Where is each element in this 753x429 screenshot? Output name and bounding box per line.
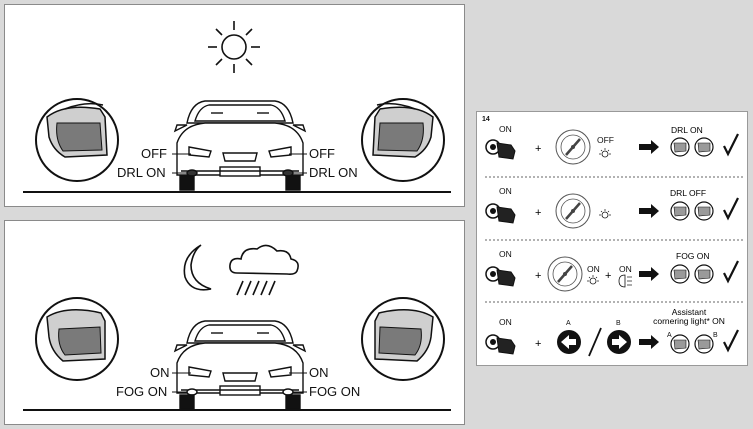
row3-graphics: + + — [485, 255, 740, 293]
row4-result-label: Assistant cornering light* ON — [653, 307, 725, 326]
day-right-label-bottom: DRL ON — [309, 165, 358, 180]
right-lamp-zoom — [361, 98, 445, 182]
day-scene-illustration — [23, 21, 451, 193]
svg-text:+: + — [605, 270, 611, 282]
row1-result-label: DRL ON — [671, 125, 703, 135]
night-right-label-bottom: FOG ON — [309, 384, 361, 399]
night-scene-illustration — [23, 244, 451, 411]
right-lamp-zoom-night — [361, 297, 445, 381]
car-front-night — [173, 320, 307, 410]
sun-icon — [208, 21, 260, 73]
day-right-label-top: OFF — [309, 146, 335, 161]
figure-number: 14 — [482, 116, 490, 123]
row1-graphics: + — [485, 128, 740, 166]
operation-table-panel: 14 — [476, 111, 748, 366]
row3-key-label: ON — [499, 249, 512, 259]
pointer-lines — [172, 153, 307, 174]
row4-lamp-a-label: A — [667, 332, 672, 339]
day-scene-panel: OFF DRL ON OFF DRL ON — [4, 4, 465, 207]
svg-text:+: + — [535, 270, 541, 282]
night-left-label-top: ON — [150, 365, 170, 380]
row3-switch-label: ON — [587, 264, 600, 274]
row4-lamp-b-label: B — [713, 332, 718, 339]
row4-arrow-a-label: A — [566, 320, 571, 327]
row4-graphics: + — [485, 327, 740, 357]
night-scene-panel: ON FOG ON ON FOG ON — [4, 220, 465, 425]
svg-text:+: + — [535, 338, 541, 350]
row1-key-label: ON — [499, 124, 512, 134]
pointer-lines-night — [172, 372, 307, 393]
left-lamp-zoom-night — [35, 297, 119, 381]
row4-key-label: ON — [499, 317, 512, 327]
night-left-label-bottom: FOG ON — [116, 384, 168, 399]
day-left-label-top: OFF — [141, 146, 167, 161]
night-right-label-top: ON — [309, 365, 329, 380]
row4-arrow-b-label: B — [616, 320, 621, 327]
arrow-left-button-icon — [557, 330, 581, 354]
fog-lamp-icon — [618, 274, 632, 288]
arrow-right-button-icon — [607, 330, 631, 354]
svg-text:+: + — [535, 143, 541, 155]
row2-result-label: DRL OFF — [670, 188, 707, 198]
row2-key-label: ON — [499, 186, 512, 196]
moon-icon — [183, 244, 212, 291]
row2-graphics: + — [485, 192, 740, 230]
row3-result-label: FOG ON — [676, 251, 710, 261]
operation-table-graphics: + + + + — [485, 128, 743, 357]
svg-text:+: + — [535, 207, 541, 219]
left-lamp-zoom — [35, 98, 119, 182]
car-front — [173, 100, 307, 191]
row1-switch-label: OFF — [597, 135, 614, 145]
row3-extra-label: ON — [619, 264, 632, 274]
day-left-label-bottom: DRL ON — [117, 165, 166, 180]
rain-cloud-icon — [229, 244, 299, 296]
